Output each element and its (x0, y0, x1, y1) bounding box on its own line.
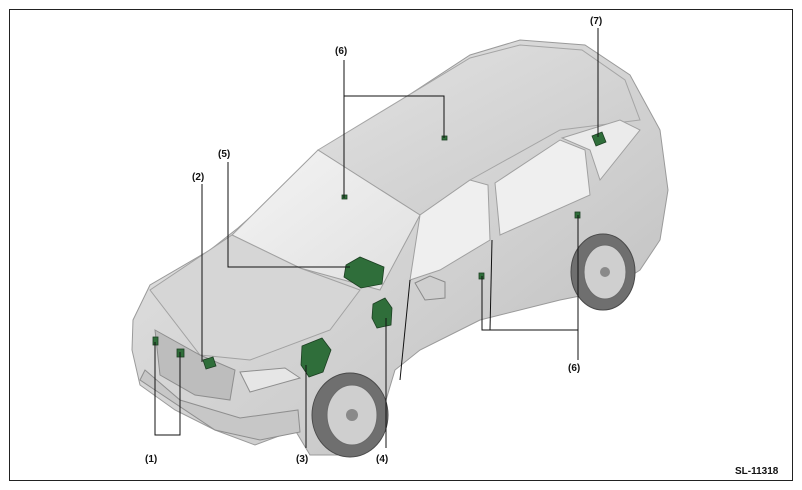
rear-quarter-window (560, 119, 641, 182)
leader-lines (154, 28, 599, 448)
front-wheel (311, 372, 389, 458)
headlight (239, 367, 302, 393)
rear-wheel (570, 233, 636, 311)
leader-1 (154, 342, 181, 436)
car-illustration (131, 39, 669, 458)
callout-6-top: (6) (335, 46, 347, 57)
callout-4: (4) (376, 454, 388, 465)
grille (154, 329, 236, 401)
callout-3: (3) (296, 454, 308, 465)
callout-labels: (1) (2) (3) (4) (5) (6) (6) (7) (145, 16, 602, 465)
component-2 (202, 356, 217, 370)
components (152, 131, 607, 378)
door-seam-rear (489, 239, 493, 331)
door-seam-front (399, 279, 411, 381)
callout-7: (7) (590, 16, 602, 27)
callout-1: (1) (145, 454, 157, 465)
callout-5: (5) (218, 149, 230, 160)
figure-code: SL-11318 (735, 466, 779, 477)
component-3 (300, 337, 332, 378)
leader-6-bottom (481, 215, 579, 360)
leader-6-top (343, 60, 445, 198)
component-4 (371, 297, 393, 329)
component-5 (343, 256, 385, 289)
leader-5 (227, 162, 350, 268)
side-mirror (414, 275, 446, 301)
callout-2: (2) (192, 172, 204, 183)
front-bumper (139, 369, 301, 441)
side-window-rear (494, 139, 591, 236)
callout-6-bottom: (6) (568, 363, 580, 374)
component-7 (591, 131, 607, 147)
